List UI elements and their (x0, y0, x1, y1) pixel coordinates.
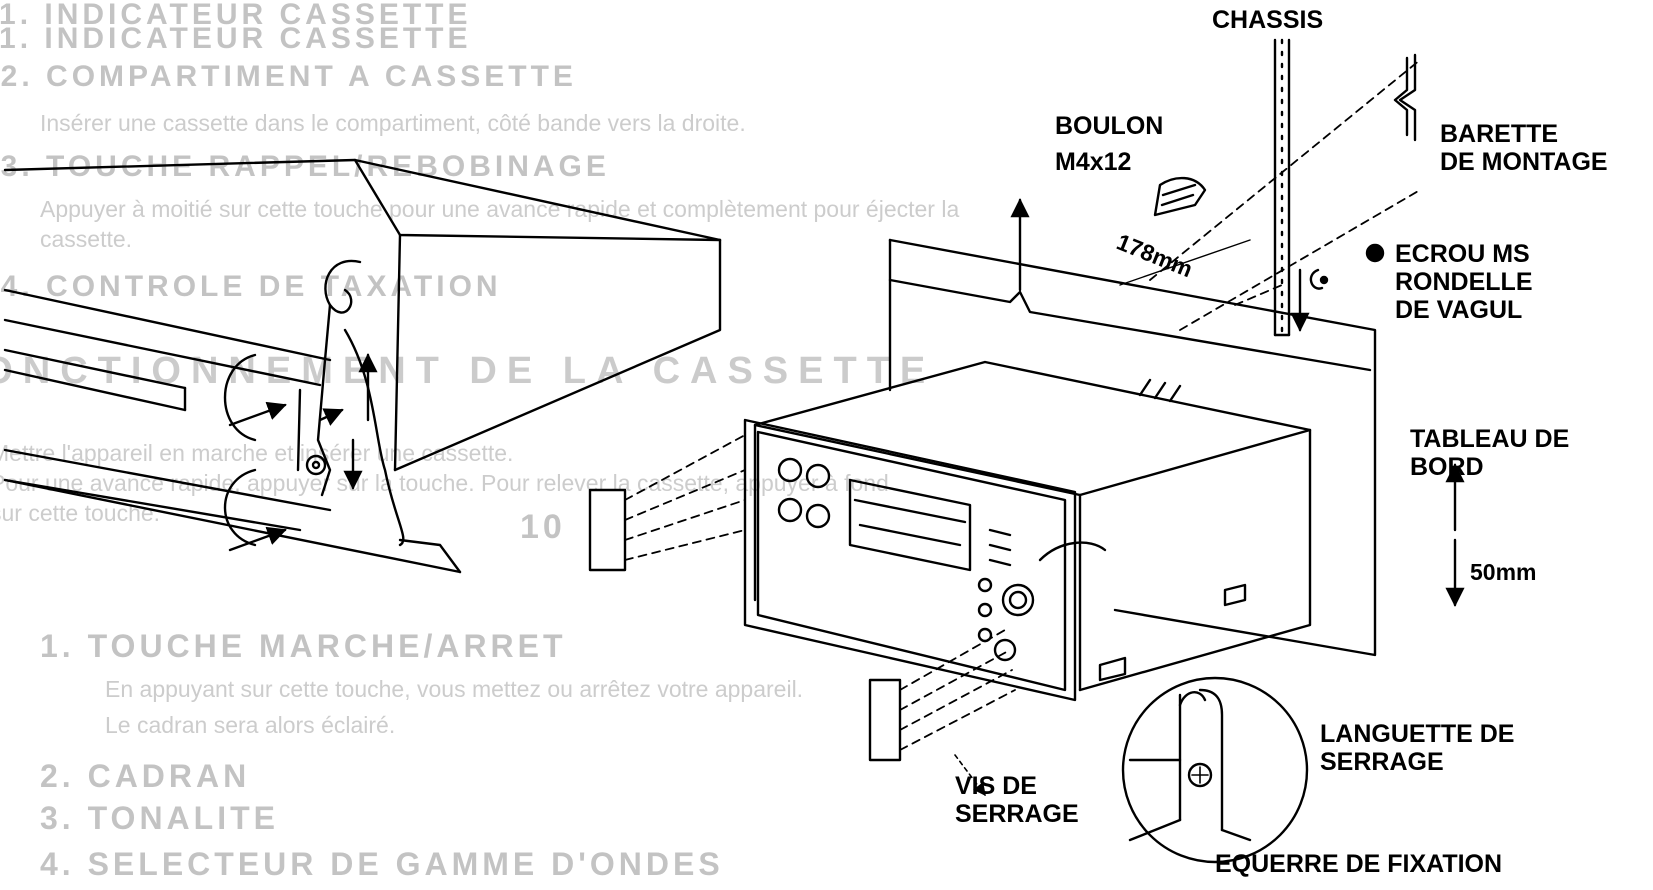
label-ecrou-line2: RONDELLE (1395, 268, 1533, 296)
ghost-section-p2: Pour une avance rapide, appuyer sur la t… (0, 470, 889, 496)
label-tableau-line1: TABLEAU DE (1410, 425, 1570, 453)
ghost-item-1: 1. TOUCHE MARCHE/ARRET (40, 628, 567, 664)
label-languette-line1: LANGUETTE DE (1320, 720, 1515, 748)
magnified-bracket-detail (1038, 541, 1309, 864)
ghost-section-p1: Mettre l'appareil en marche et insérer u… (0, 440, 514, 466)
label-boulon: BOULON M4x12 (1055, 112, 1163, 176)
bolt-m4x12 (1153, 176, 1207, 217)
ghost-item-13-desc1: Appuyer à moitié sur cette touche pour u… (40, 196, 960, 222)
label-barette-line1: BARETTE (1440, 120, 1559, 148)
ghost-item-12-desc: Insérer une cassette dans le compartimen… (40, 110, 746, 136)
ghost-item-12: 12. COMPARTIMENT A CASSETTE (0, 60, 577, 93)
ghost-item-11-b: 11. INDICATEUR CASSETTE (0, 22, 472, 55)
dashboard-profile-detail (3, 158, 722, 574)
mounting-strap (1273, 38, 1417, 337)
label-languette: LANGUETTE DE SERRAGE (1320, 720, 1514, 776)
label-boulon-line1: BOULON (1055, 112, 1164, 140)
ghost-item-2: 2. CADRAN (40, 758, 251, 794)
label-vis: VIS DE SERRAGE (955, 772, 1079, 828)
label-ecrou-line1: ECROU MS (1395, 240, 1530, 268)
label-tableau-line2: BORD (1410, 453, 1484, 481)
label-equerre: EQUERRE DE FIXATION (1215, 850, 1503, 878)
label-vis-line1: VIS DE (955, 772, 1037, 800)
ghost-item-4: 4. SELECTEUR DE GAMME D'ONDES (40, 846, 724, 882)
label-barette: BARETTE DE MONTAGE (1440, 120, 1608, 176)
label-languette-line2: SERRAGE (1320, 748, 1444, 776)
ghost-item-13-desc2: cassette. (40, 226, 133, 252)
guide-lines (624, 59, 1421, 751)
label-boulon-line2: M4x12 (1055, 148, 1132, 176)
ghost-item-1-desc2: Le cadran sera alors éclairé. (105, 712, 396, 738)
dashboard-panel (888, 238, 1377, 657)
ghost-page-number: 10 (520, 508, 566, 546)
ghost-item-11: 11. INDICATEUR CASSETTE (0, 0, 472, 31)
car-radio-body (743, 360, 1312, 702)
ghost-item-3: 3. TONALITE (40, 800, 279, 836)
ghost-item-14: 14. CONTROLE DE TAXATION (0, 270, 502, 303)
ghost-section-p3: sur cette touche. (0, 500, 161, 526)
dimension-178mm: 178mm (1113, 229, 1196, 283)
label-barette-line2: DE MONTAGE (1440, 148, 1608, 176)
label-ecrou: ECROU MS RONDELLE DE VAGUL (1395, 240, 1533, 324)
label-vis-line2: SERRAGE (955, 800, 1079, 828)
label-chassis: CHASSIS (1212, 6, 1324, 34)
nut-washer (1309, 243, 1385, 290)
ghost-item-1-desc1: En appuyant sur cette touche, vous mette… (105, 676, 804, 702)
label-ecrou-line3: DE VAGUL (1395, 296, 1523, 324)
spacer-blocks (588, 488, 902, 762)
label-50mm: 50mm (1470, 559, 1537, 585)
ghost-section-title: FONCTIONNEMENT DE LA CASSETTE (0, 350, 936, 392)
label-tableau: TABLEAU DE BORD (1410, 425, 1569, 481)
